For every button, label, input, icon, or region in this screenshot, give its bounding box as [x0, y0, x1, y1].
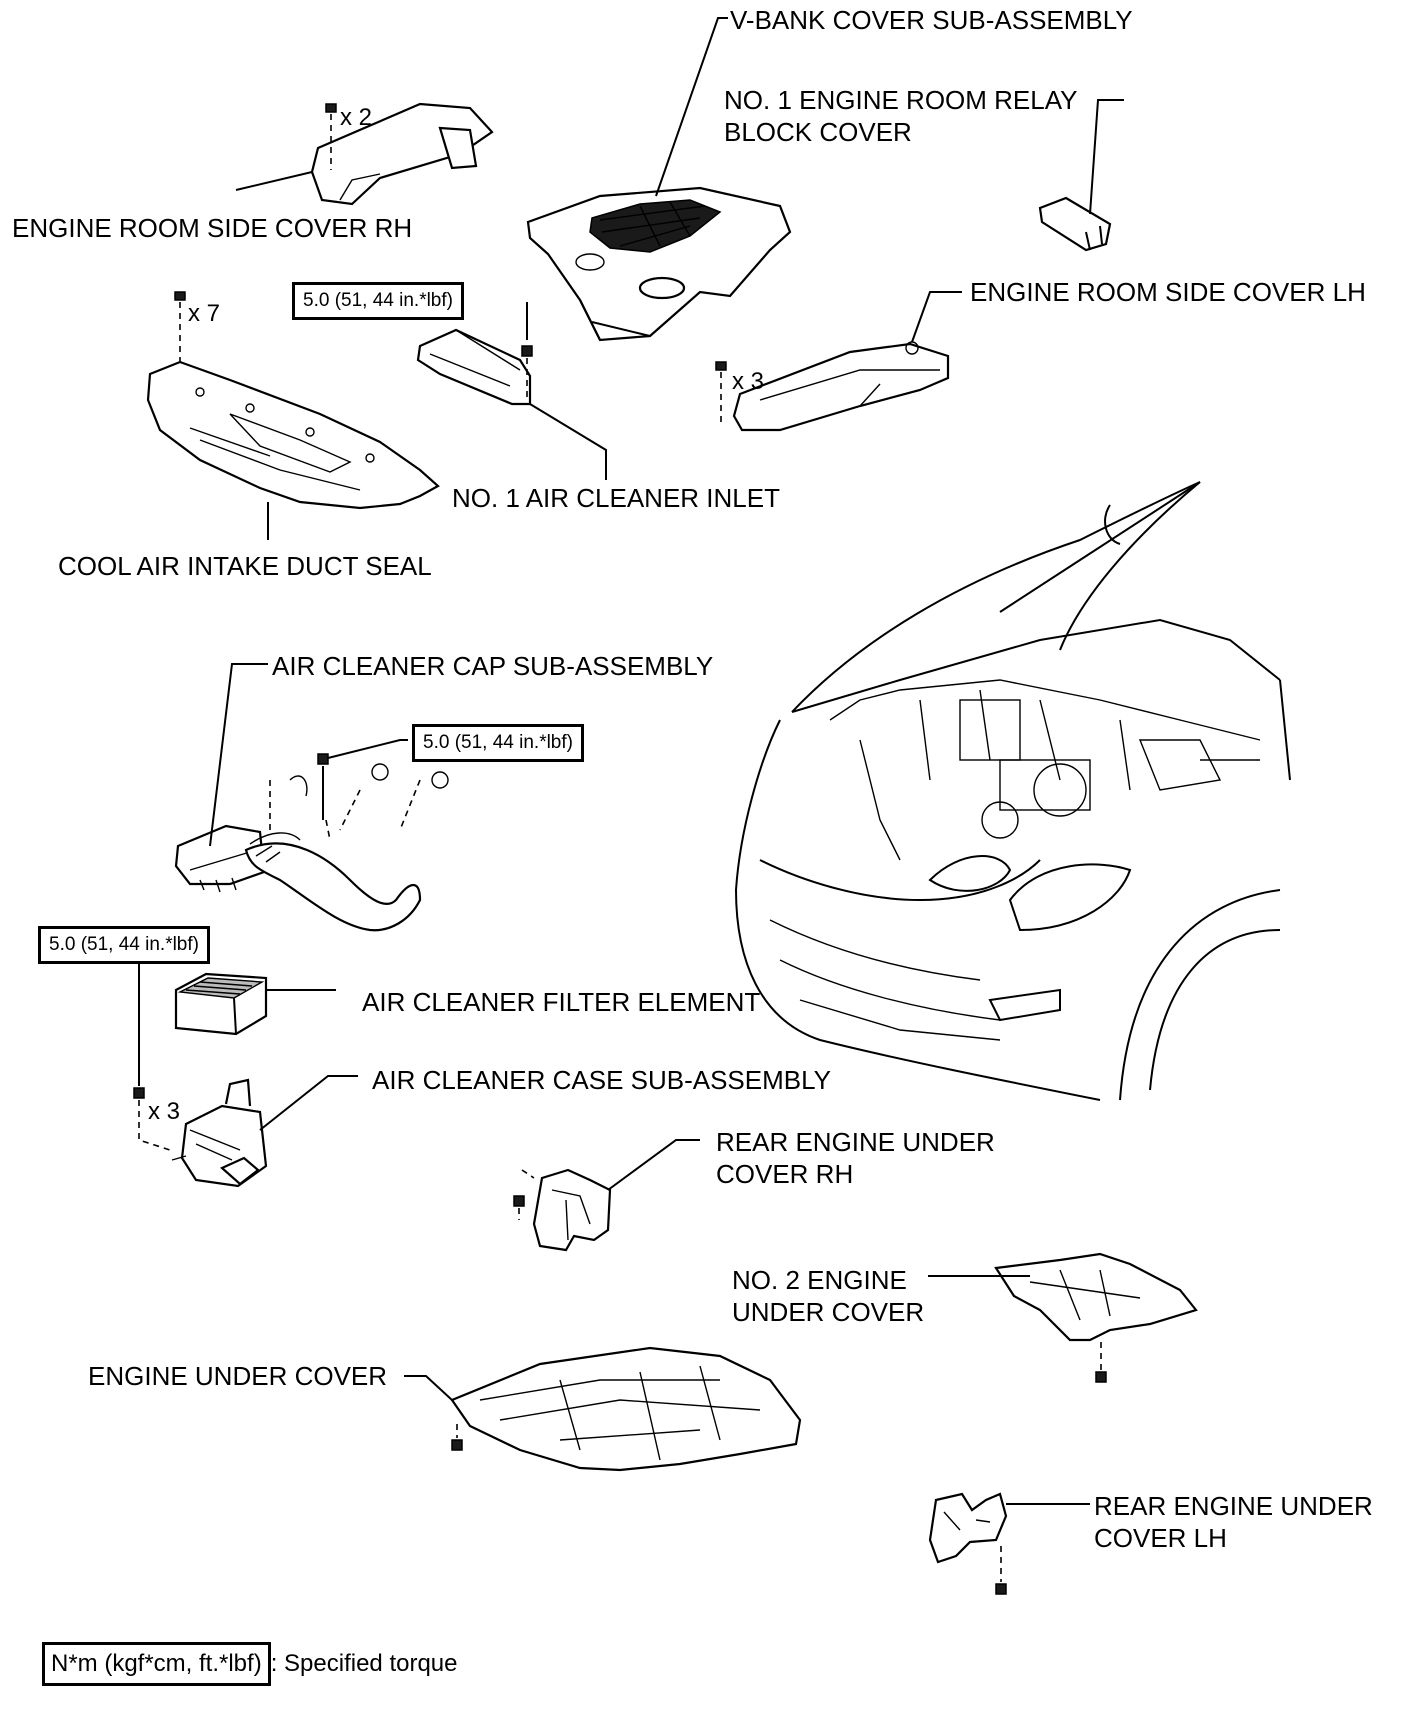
torque-air-cleaner-case: 5.0 (51, 44 in.*lbf): [38, 926, 210, 964]
label-air-cleaner-case: AIR CLEANER CASE SUB-ASSEMBLY: [372, 1065, 831, 1095]
no2-under-cover-drawing: [928, 1252, 1198, 1383]
air-cleaner-cap-drawing: [174, 663, 449, 932]
label-rear-under-cover-rh-2: COVER RH: [716, 1159, 854, 1189]
label-rear-under-cover-lh-2: COVER LH: [1094, 1523, 1227, 1553]
label-engine-under-cover: ENGINE UNDER COVER: [88, 1361, 388, 1391]
air-cleaner-case-drawing: [133, 952, 358, 1188]
torque-legend: N*m (kgf*cm, ft.*lbf): Specified torque: [42, 1642, 458, 1686]
legend-unit-box: N*m (kgf*cm, ft.*lbf): [42, 1642, 271, 1686]
side-cover-lh-drawing: [715, 291, 962, 432]
rear-under-cover-rh-drawing: [513, 1139, 700, 1252]
label-no2-under-cover-2: UNDER COVER: [732, 1297, 925, 1327]
side-cover-rh-drawing: [235, 102, 494, 206]
filter-element-drawing: [174, 972, 336, 1036]
vbank-cover-drawing: [526, 17, 792, 342]
label-no2-under-cover-1: NO. 2 ENGINE: [732, 1265, 907, 1295]
torque-air-cleaner-cap: 5.0 (51, 44 in.*lbf): [412, 724, 584, 762]
duct-seal-drawing: [146, 291, 440, 540]
qty-side-cover-rh: x 2: [340, 104, 373, 131]
legend-meaning: : Specified torque: [270, 1650, 458, 1677]
qty-side-cover-lh: x 3: [732, 368, 765, 395]
label-side-cover-rh: ENGINE ROOM SIDE COVER RH: [12, 213, 413, 243]
label-relay-block-cover-2: BLOCK COVER: [724, 117, 912, 147]
vehicle-front-drawing: [734, 481, 1291, 1101]
label-rear-under-cover-lh-1: REAR ENGINE UNDER: [1094, 1491, 1373, 1521]
label-side-cover-lh: ENGINE ROOM SIDE COVER LH: [970, 277, 1366, 307]
label-rear-under-cover-rh-1: REAR ENGINE UNDER: [716, 1127, 995, 1157]
label-duct-seal: COOL AIR INTAKE DUCT SEAL: [58, 551, 432, 581]
label-air-cleaner-inlet: NO. 1 AIR CLEANER INLET: [452, 483, 780, 513]
engine-under-cover-drawing: [404, 1346, 802, 1472]
qty-case-bolts: x 3: [148, 1098, 181, 1125]
label-relay-block-cover-1: NO. 1 ENGINE ROOM RELAY: [724, 85, 1078, 115]
relay-block-cover-drawing: [1038, 99, 1124, 252]
label-vbank-cover: V-BANK COVER SUB-ASSEMBLY: [730, 5, 1133, 35]
qty-duct-seal: x 7: [188, 300, 221, 327]
label-filter-element: AIR CLEANER FILTER ELEMENT: [362, 987, 761, 1017]
rear-under-cover-lh-drawing: [928, 1492, 1090, 1595]
torque-air-cleaner-inlet: 5.0 (51, 44 in.*lbf): [292, 282, 464, 320]
label-air-cleaner-cap: AIR CLEANER CAP SUB-ASSEMBLY: [272, 651, 714, 681]
air-cleaner-inlet-drawing: [416, 302, 607, 480]
